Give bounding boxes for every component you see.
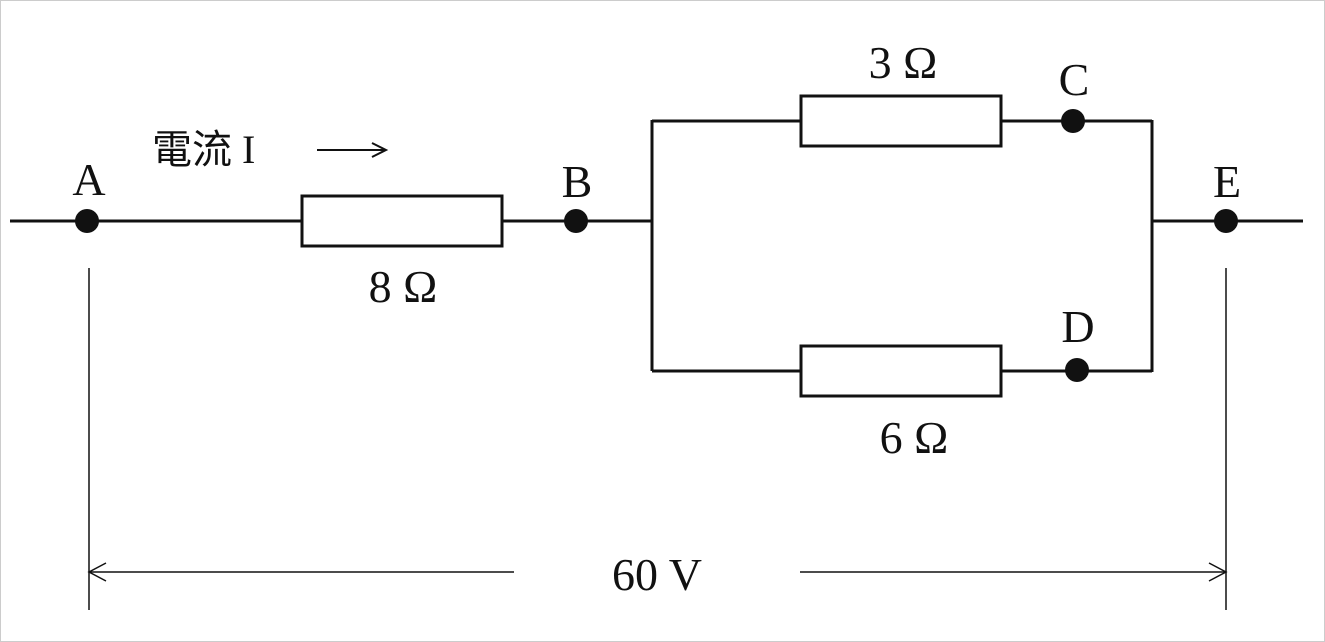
current-arrow-icon (317, 142, 389, 158)
node-label-e: E (1213, 156, 1241, 207)
resistor-6ohm (799, 344, 1003, 398)
resistor-label-8ohm: 8 Ω (369, 261, 438, 312)
node-dot-b (564, 209, 588, 233)
current-label: 電流 I (152, 127, 255, 172)
resistor-3ohm (799, 94, 1003, 148)
resistors (300, 94, 1003, 398)
node-dot-a (75, 209, 99, 233)
node-dots (75, 109, 1238, 382)
dimension-arrowhead-right-icon (1208, 562, 1228, 582)
node-label-c: C (1059, 54, 1090, 105)
node-label-d: D (1061, 301, 1094, 352)
node-label-b: B (562, 156, 593, 207)
node-dot-d (1065, 358, 1089, 382)
node-dot-e (1214, 209, 1238, 233)
dimension-arrowhead-left-icon (87, 562, 107, 582)
resistor-label-6ohm: 6 Ω (880, 412, 949, 463)
resistor-label-3ohm: 3 Ω (869, 37, 938, 88)
voltage-label: 60 V (612, 549, 702, 600)
voltage-dimension (87, 268, 1228, 610)
node-dot-c (1061, 109, 1085, 133)
resistor-8ohm (300, 194, 504, 248)
node-label-a: A (72, 154, 105, 205)
